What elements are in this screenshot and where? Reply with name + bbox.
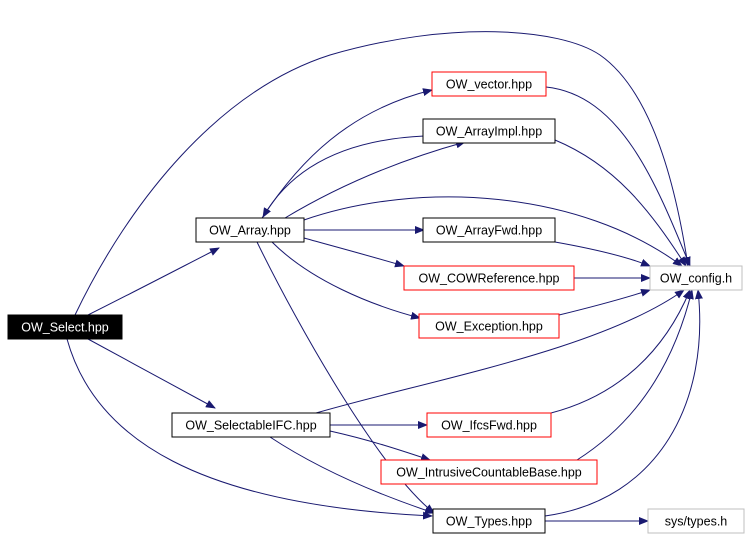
edge-ow-select-to-ow-selectableifc	[87, 338, 216, 409]
node-label: OW_Array.hpp	[209, 223, 291, 237]
node-label: OW_ArrayImpl.hpp	[436, 124, 542, 138]
node-label: sys/types.h	[665, 514, 728, 528]
node-ow-arrayimpl[interactable]: OW_ArrayImpl.hpp	[422, 118, 556, 144]
node-box	[380, 459, 598, 485]
node-label: OW_IntrusiveCountableBase.hpp	[396, 465, 582, 479]
edge-ow-selectableifc-to-ow-intrusivecountablebase	[329, 430, 431, 461]
node-box	[422, 217, 556, 243]
node-label: OW_COWReference.hpp	[418, 271, 559, 285]
node-ow-types[interactable]: OW_Types.hpp	[432, 508, 546, 534]
edge-ow-ifcsfwd-to-ow-config	[550, 289, 691, 414]
edge-ow-types-to-ow-config	[544, 289, 703, 517]
node-ow-array[interactable]: OW_Array.hpp	[195, 217, 305, 243]
edge-ow-arrayfwd-to-ow-config	[554, 241, 651, 267]
node-box	[431, 71, 547, 97]
node-ow-ifcsfwd[interactable]: OW_IfcsFwd.hpp	[426, 412, 552, 438]
node-box	[647, 508, 745, 534]
node-label: OW_Exception.hpp	[435, 319, 543, 333]
edge-ow-selectableifc-to-ow-config	[315, 289, 685, 414]
edges-layer	[66, 31, 703, 525]
node-box	[7, 314, 123, 340]
node-box	[422, 118, 556, 144]
node-sys-types[interactable]: sys/types.h	[647, 508, 745, 534]
node-label: OW_SelectableIFC.hpp	[185, 418, 316, 432]
node-box	[171, 412, 331, 438]
node-ow-config[interactable]: OW_config.h	[649, 265, 743, 291]
edge-ow-selectableifc-to-ow-types	[269, 436, 435, 514]
edge-ow-vector-to-ow-config	[545, 86, 691, 267]
node-label: OW_Select.hpp	[21, 320, 109, 334]
edge-ow-select-to-ow-types	[66, 338, 433, 520]
edge-ow-select-to-ow-config	[74, 31, 691, 316]
edge-ow-arrayimpl-to-ow-config	[554, 139, 687, 267]
node-label: OW_vector.hpp	[446, 77, 532, 91]
node-ow-cowreference[interactable]: OW_COWReference.hpp	[403, 265, 575, 291]
node-box	[403, 265, 575, 291]
node-ow-intrusivecountablebase[interactable]: OW_IntrusiveCountableBase.hpp	[380, 459, 598, 485]
edge-ow-intrusivecountablebase-to-ow-config	[576, 289, 694, 461]
node-box	[426, 412, 552, 438]
node-label: OW_Types.hpp	[446, 514, 532, 528]
edge-ow-array-to-ow-types	[256, 241, 435, 514]
edge-ow-array-to-ow-exception	[271, 241, 421, 320]
edge-ow-exception-to-ow-config	[558, 288, 651, 316]
node-ow-arrayfwd[interactable]: OW_ArrayFwd.hpp	[422, 217, 556, 243]
node-box	[418, 313, 560, 339]
edge-ow-array-to-ow-cowreference	[303, 237, 405, 268]
node-box	[195, 217, 305, 243]
edge-ow-array-to-ow-config	[303, 196, 683, 267]
edge-ow-select-to-ow-array	[87, 247, 220, 316]
nodes-layer: OW_Select.hpp OW_Array.hpp OW_vector.hppOW…	[7, 71, 745, 534]
node-box	[649, 265, 743, 291]
node-box	[432, 508, 546, 534]
edge-ow-arrayimpl-to-ow-array	[262, 135, 425, 218]
node-label: OW_ArrayFwd.hpp	[436, 223, 542, 237]
node-ow-select[interactable]: OW_Select.hpp	[7, 314, 123, 340]
node-ow-exception[interactable]: OW_Exception.hpp	[418, 313, 560, 339]
node-label: OW_config.h	[660, 271, 732, 285]
node-ow-selectableifc[interactable]: OW_SelectableIFC.hpp	[171, 412, 331, 438]
edge-ow-array-to-ow-arrayimpl	[284, 140, 466, 219]
node-ow-vector[interactable]: OW_vector.hpp	[431, 71, 547, 97]
node-label: OW_IfcsFwd.hpp	[441, 418, 537, 432]
